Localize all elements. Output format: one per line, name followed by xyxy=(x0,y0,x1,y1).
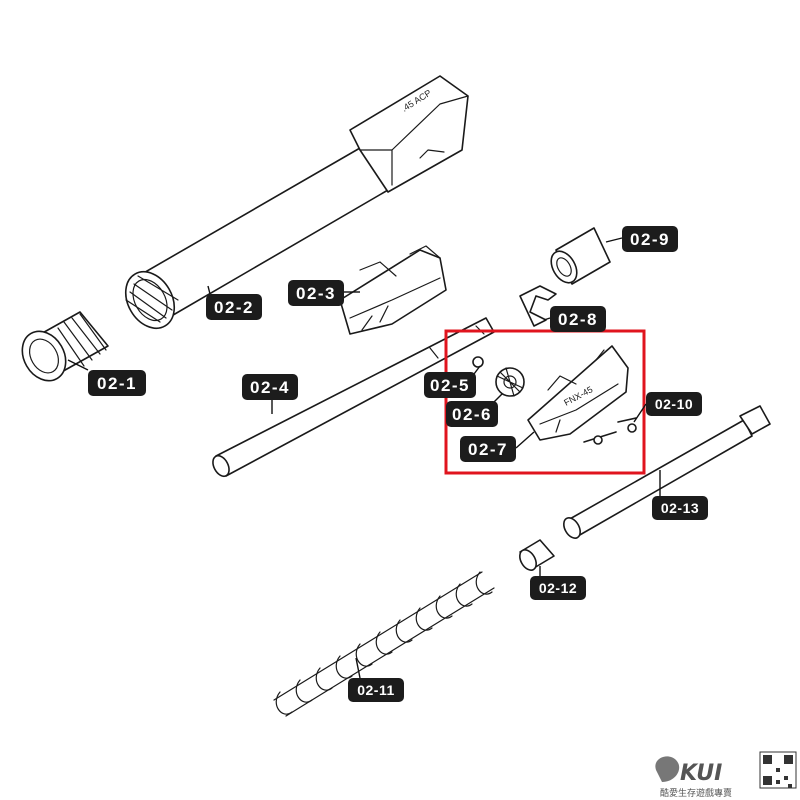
label-text: 02-11 xyxy=(357,682,395,698)
part-label-02-5: 02-5 xyxy=(424,365,481,398)
leader-line xyxy=(515,431,535,449)
label-pill xyxy=(348,678,404,702)
label-text: 02-12 xyxy=(539,580,577,596)
label-pill xyxy=(550,306,606,332)
hopup-clip xyxy=(519,285,557,327)
hopup-screws xyxy=(583,417,637,445)
part-labels: 02-1 02-2 02-3 02-4 02-5 02-6 02-7 02-8 02-9 02-1… xyxy=(67,226,708,702)
qr-code-icon xyxy=(759,751,797,789)
recoil-spring xyxy=(273,571,495,717)
leader-line xyxy=(355,657,361,679)
label-text: 02-7 xyxy=(468,440,508,459)
leader-line xyxy=(473,365,481,375)
label-text: 02-6 xyxy=(452,405,492,424)
part-label-02-7: 02-7 xyxy=(460,431,535,462)
label-pill xyxy=(460,436,516,462)
part-label-02-6: 02-6 xyxy=(446,393,503,427)
highlight-frame xyxy=(444,329,646,475)
spring-guide-cap xyxy=(519,539,555,571)
part-label-02-4: 02-4 xyxy=(242,374,298,414)
brand-tagline: 酷愛生存遊戲專賣 xyxy=(660,787,732,799)
hopup-chamber-upper xyxy=(339,245,447,335)
part-label-02-12: 02-12 xyxy=(530,566,586,600)
brand-logo-icon xyxy=(655,756,680,782)
label-pill xyxy=(242,374,298,400)
label-pill xyxy=(622,226,678,252)
leader-line xyxy=(207,285,211,295)
part-label-02-1: 02-1 xyxy=(67,359,146,396)
o-ring xyxy=(472,356,484,368)
part-label-02-8: 02-8 xyxy=(543,306,606,332)
label-text: 02-13 xyxy=(661,500,699,516)
label-text: 02-9 xyxy=(630,230,670,249)
label-pill xyxy=(206,294,262,320)
leader-line xyxy=(493,393,503,403)
hopup-wheel xyxy=(495,367,525,397)
label-text: 02-3 xyxy=(296,284,336,303)
label-text: 02-8 xyxy=(558,310,598,329)
part-label-02-11: 02-11 xyxy=(348,657,404,702)
leader-line xyxy=(605,237,623,243)
leader-line xyxy=(633,403,647,423)
label-pill xyxy=(530,576,586,600)
leader-line xyxy=(67,359,89,371)
label-pill xyxy=(424,372,476,398)
label-text: 02-4 xyxy=(250,378,290,397)
label-text: 02-1 xyxy=(97,374,137,393)
part-label-02-13: 02-13 xyxy=(652,470,708,520)
part-label-02-9: 02-9 xyxy=(605,226,678,252)
label-pill xyxy=(446,401,498,427)
leader-line xyxy=(543,317,551,321)
part-label-02-2: 02-2 xyxy=(206,285,262,320)
thread-protector xyxy=(21,311,109,382)
label-pill xyxy=(652,496,708,520)
brand-logo-text: KUI xyxy=(680,761,722,786)
barrel-bushing xyxy=(550,227,611,285)
part-label-02-10: 02-10 xyxy=(633,392,702,423)
brand-block: KUI 酷愛生存遊戲專賣 xyxy=(655,751,797,799)
label-text: 02-5 xyxy=(430,376,470,395)
hopup-chamber: FNX-45 xyxy=(527,345,629,441)
part-label-02-3: 02-3 xyxy=(288,280,360,306)
label-pill xyxy=(88,370,146,396)
label-pill xyxy=(288,280,344,306)
label-pill xyxy=(646,392,702,416)
label-text: 02-2 xyxy=(214,298,254,317)
label-text: 02-10 xyxy=(655,396,693,412)
outer-barrel: .45 ACP xyxy=(124,75,469,330)
